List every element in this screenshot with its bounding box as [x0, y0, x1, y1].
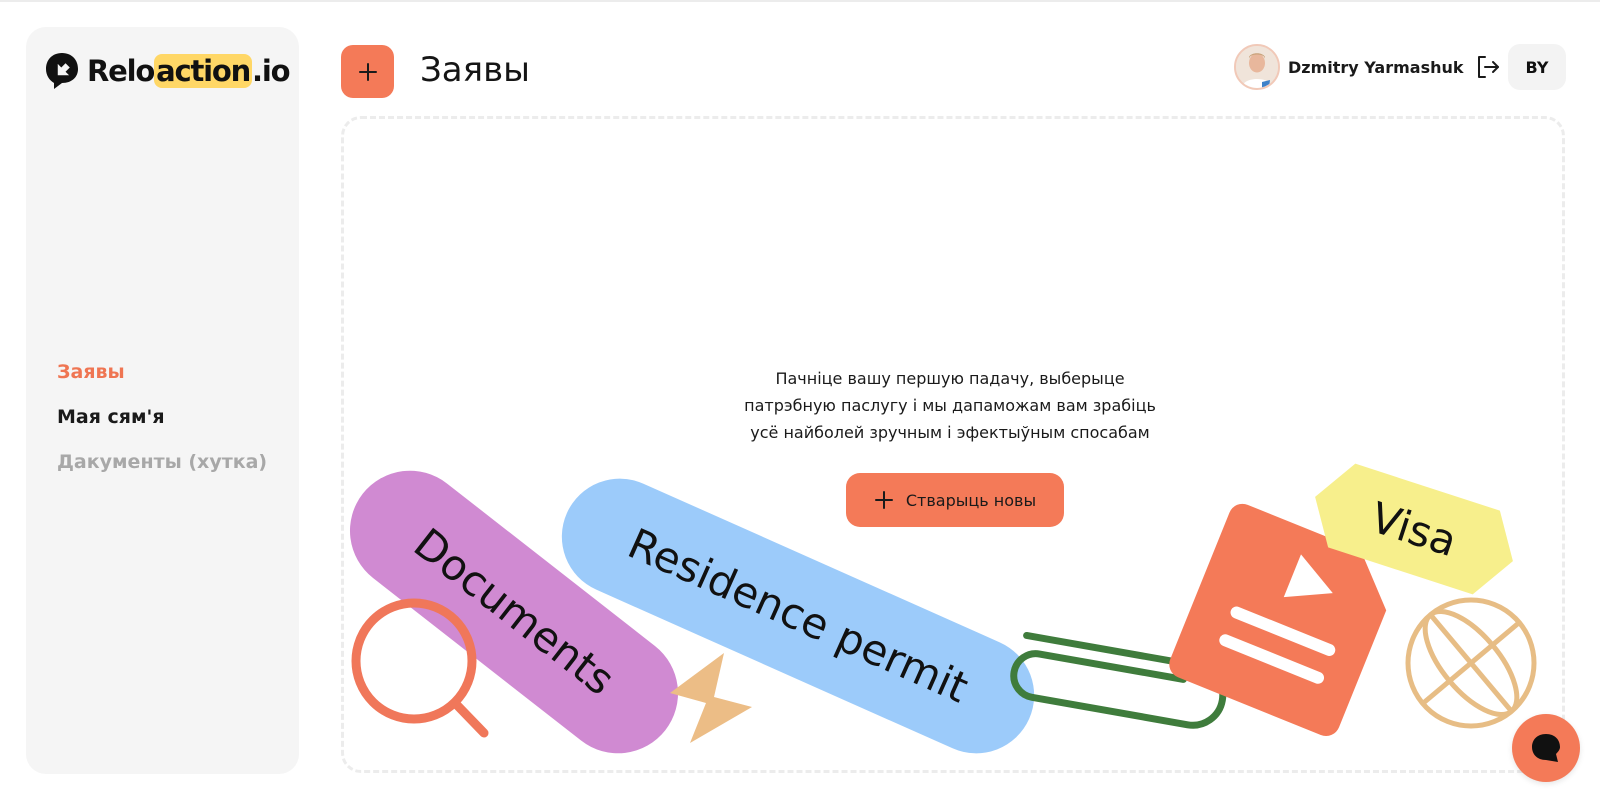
plus-icon [358, 62, 377, 81]
logout-icon [1477, 56, 1499, 78]
applications-empty-panel: Documents Residence permit Visa [341, 116, 1565, 773]
empty-state-line-2: патрэбную паслугу і мы дапаможам вам зра… [744, 396, 1156, 415]
create-new-button[interactable]: Стварыць новы [846, 473, 1064, 527]
visa-tag-shape: Visa [1315, 463, 1513, 595]
empty-state-message: Пачніце вашу першую падачу, выберыце пат… [690, 365, 1210, 446]
brand-wordmark: Reloaction.io [87, 51, 291, 91]
empty-state-line-3: усё найболей зручным і эфектыўным спосаб… [750, 423, 1150, 442]
support-chat-button[interactable] [1512, 714, 1580, 782]
sidebar: Reloaction.io Заявы Мая сям'я Дакументы … [26, 27, 299, 774]
sidebar-item-documents-soon: Дакументы (хутка) [57, 451, 268, 473]
plus-icon [874, 490, 894, 510]
brand-logo[interactable]: Reloaction.io [44, 51, 291, 91]
logo-mark-icon [46, 53, 78, 89]
top-divider [0, 0, 1600, 2]
user-menu: Dzmitry Yarmashuk [1234, 44, 1502, 90]
magnifier-icon [351, 598, 489, 738]
page-title: Заявы [420, 50, 530, 90]
document-file-icon [1169, 503, 1387, 737]
language-switcher[interactable]: BY [1508, 44, 1566, 90]
avatar[interactable] [1234, 44, 1280, 90]
chat-bubble-icon [1532, 734, 1560, 762]
sidebar-item-applications[interactable]: Заявы [57, 361, 125, 383]
logout-button[interactable] [1474, 53, 1502, 81]
lightning-icon [670, 653, 752, 743]
brand-highlight: action [154, 54, 253, 88]
create-new-label: Стварыць новы [905, 490, 1037, 510]
sidebar-nav: Заявы Мая сям'я Дакументы (хутка) [57, 361, 267, 496]
avatar-photo-icon [1236, 46, 1278, 88]
globe-icon [1405, 597, 1537, 729]
sidebar-item-my-family[interactable]: Мая сям'я [57, 406, 165, 428]
add-application-button[interactable] [341, 45, 394, 98]
empty-state-line-1: Пачніце вашу першую падачу, выберыце [775, 369, 1125, 388]
brand-part1: Relo [87, 54, 155, 88]
user-name[interactable]: Dzmitry Yarmashuk [1288, 57, 1464, 77]
brand-part2: .io [252, 54, 290, 88]
empty-state-illustration: Documents Residence permit Visa [349, 463, 1537, 754]
